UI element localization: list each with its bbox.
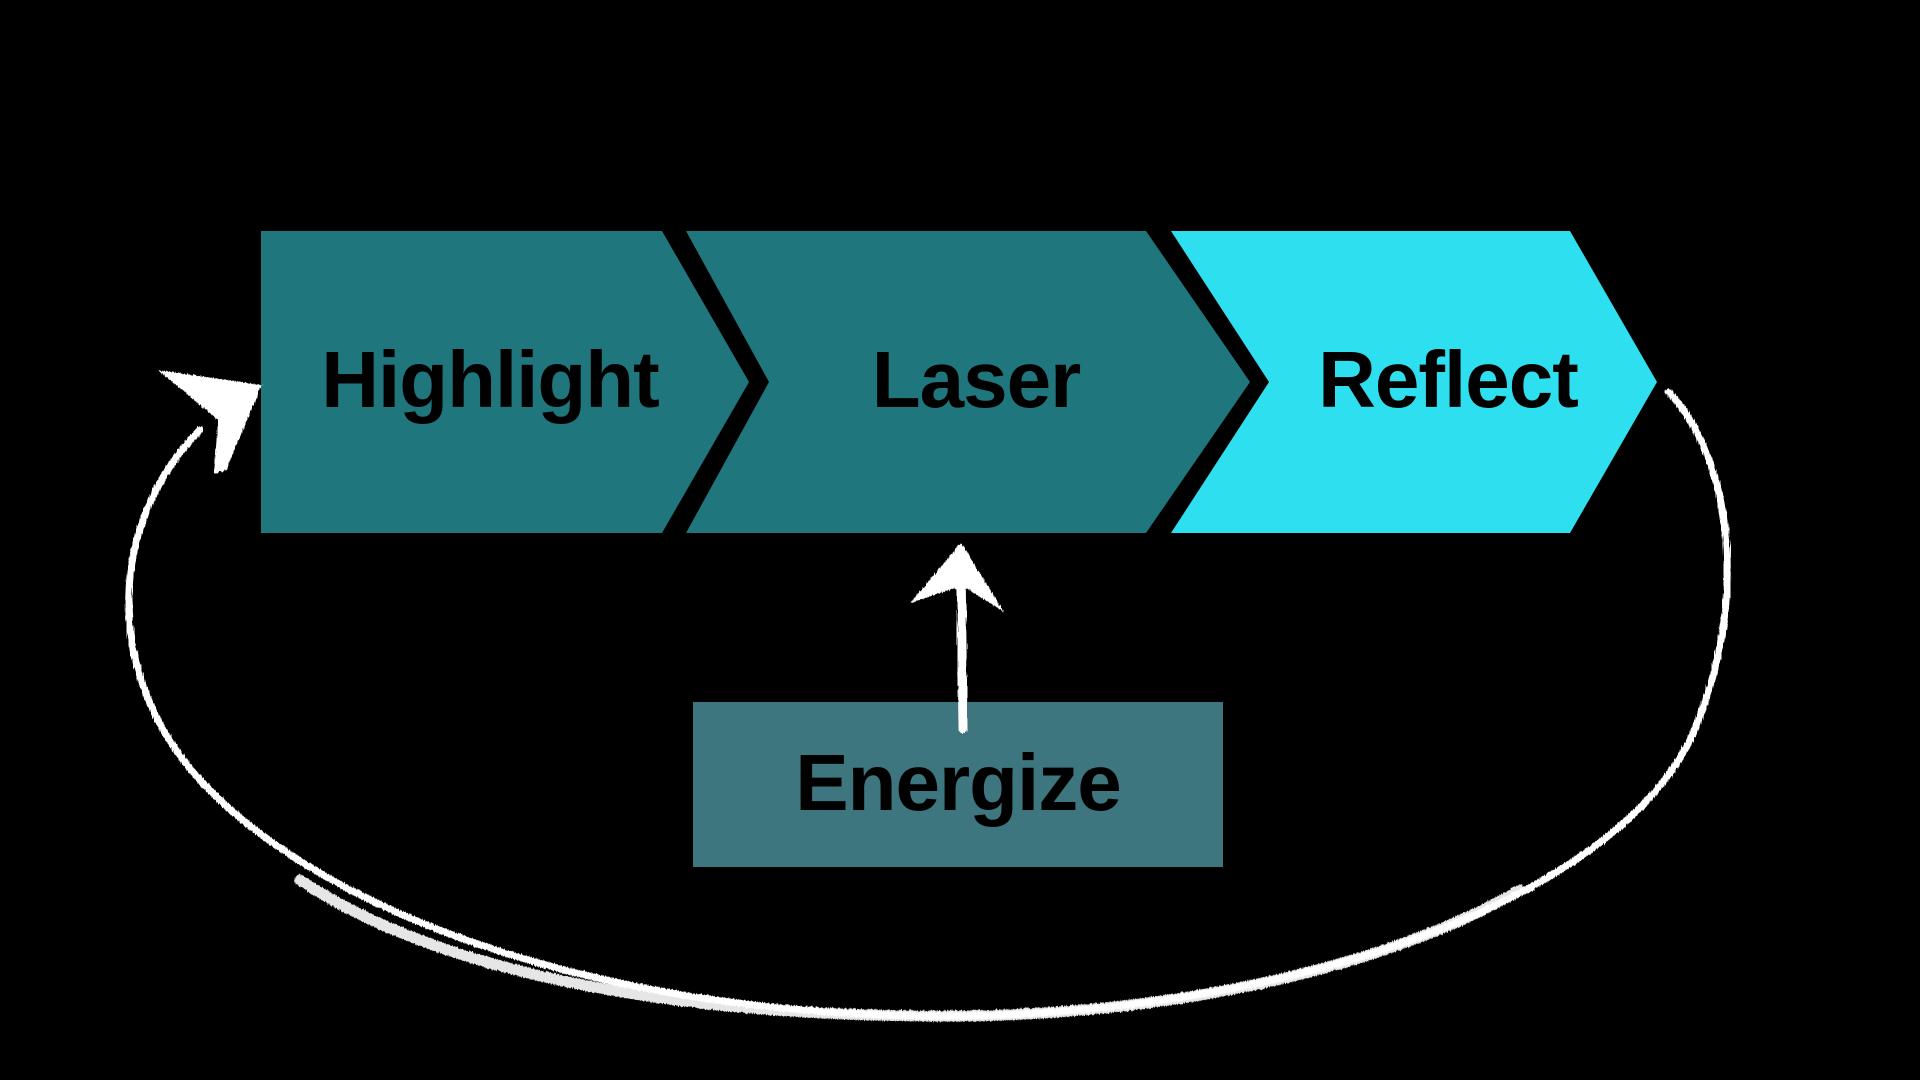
- loop-arrow-head-icon: [158, 370, 262, 474]
- input-energize[interactable]: Energize: [693, 702, 1223, 867]
- step-highlight[interactable]: Highlight: [261, 231, 749, 533]
- energize-to-laser-arrow: [910, 543, 1004, 734]
- step-reflect[interactable]: Reflect: [1171, 231, 1657, 533]
- step-reflect-shape: [1171, 231, 1657, 533]
- input-energize-label: Energize: [795, 738, 1120, 827]
- step-laser-shape: [686, 231, 1250, 533]
- input-energize-shape: [693, 702, 1223, 867]
- step-highlight-label: Highlight: [321, 335, 659, 424]
- reflect-to-highlight-loop-arrow: [125, 370, 1731, 1022]
- step-highlight-shape: [261, 231, 749, 533]
- step-laser-label: Laser: [872, 335, 1080, 424]
- loop-curve-thick: [294, 874, 1526, 1022]
- arrow-head-icon: [910, 543, 1004, 612]
- step-reflect-label: Reflect: [1318, 335, 1578, 424]
- step-laser[interactable]: Laser: [686, 231, 1250, 533]
